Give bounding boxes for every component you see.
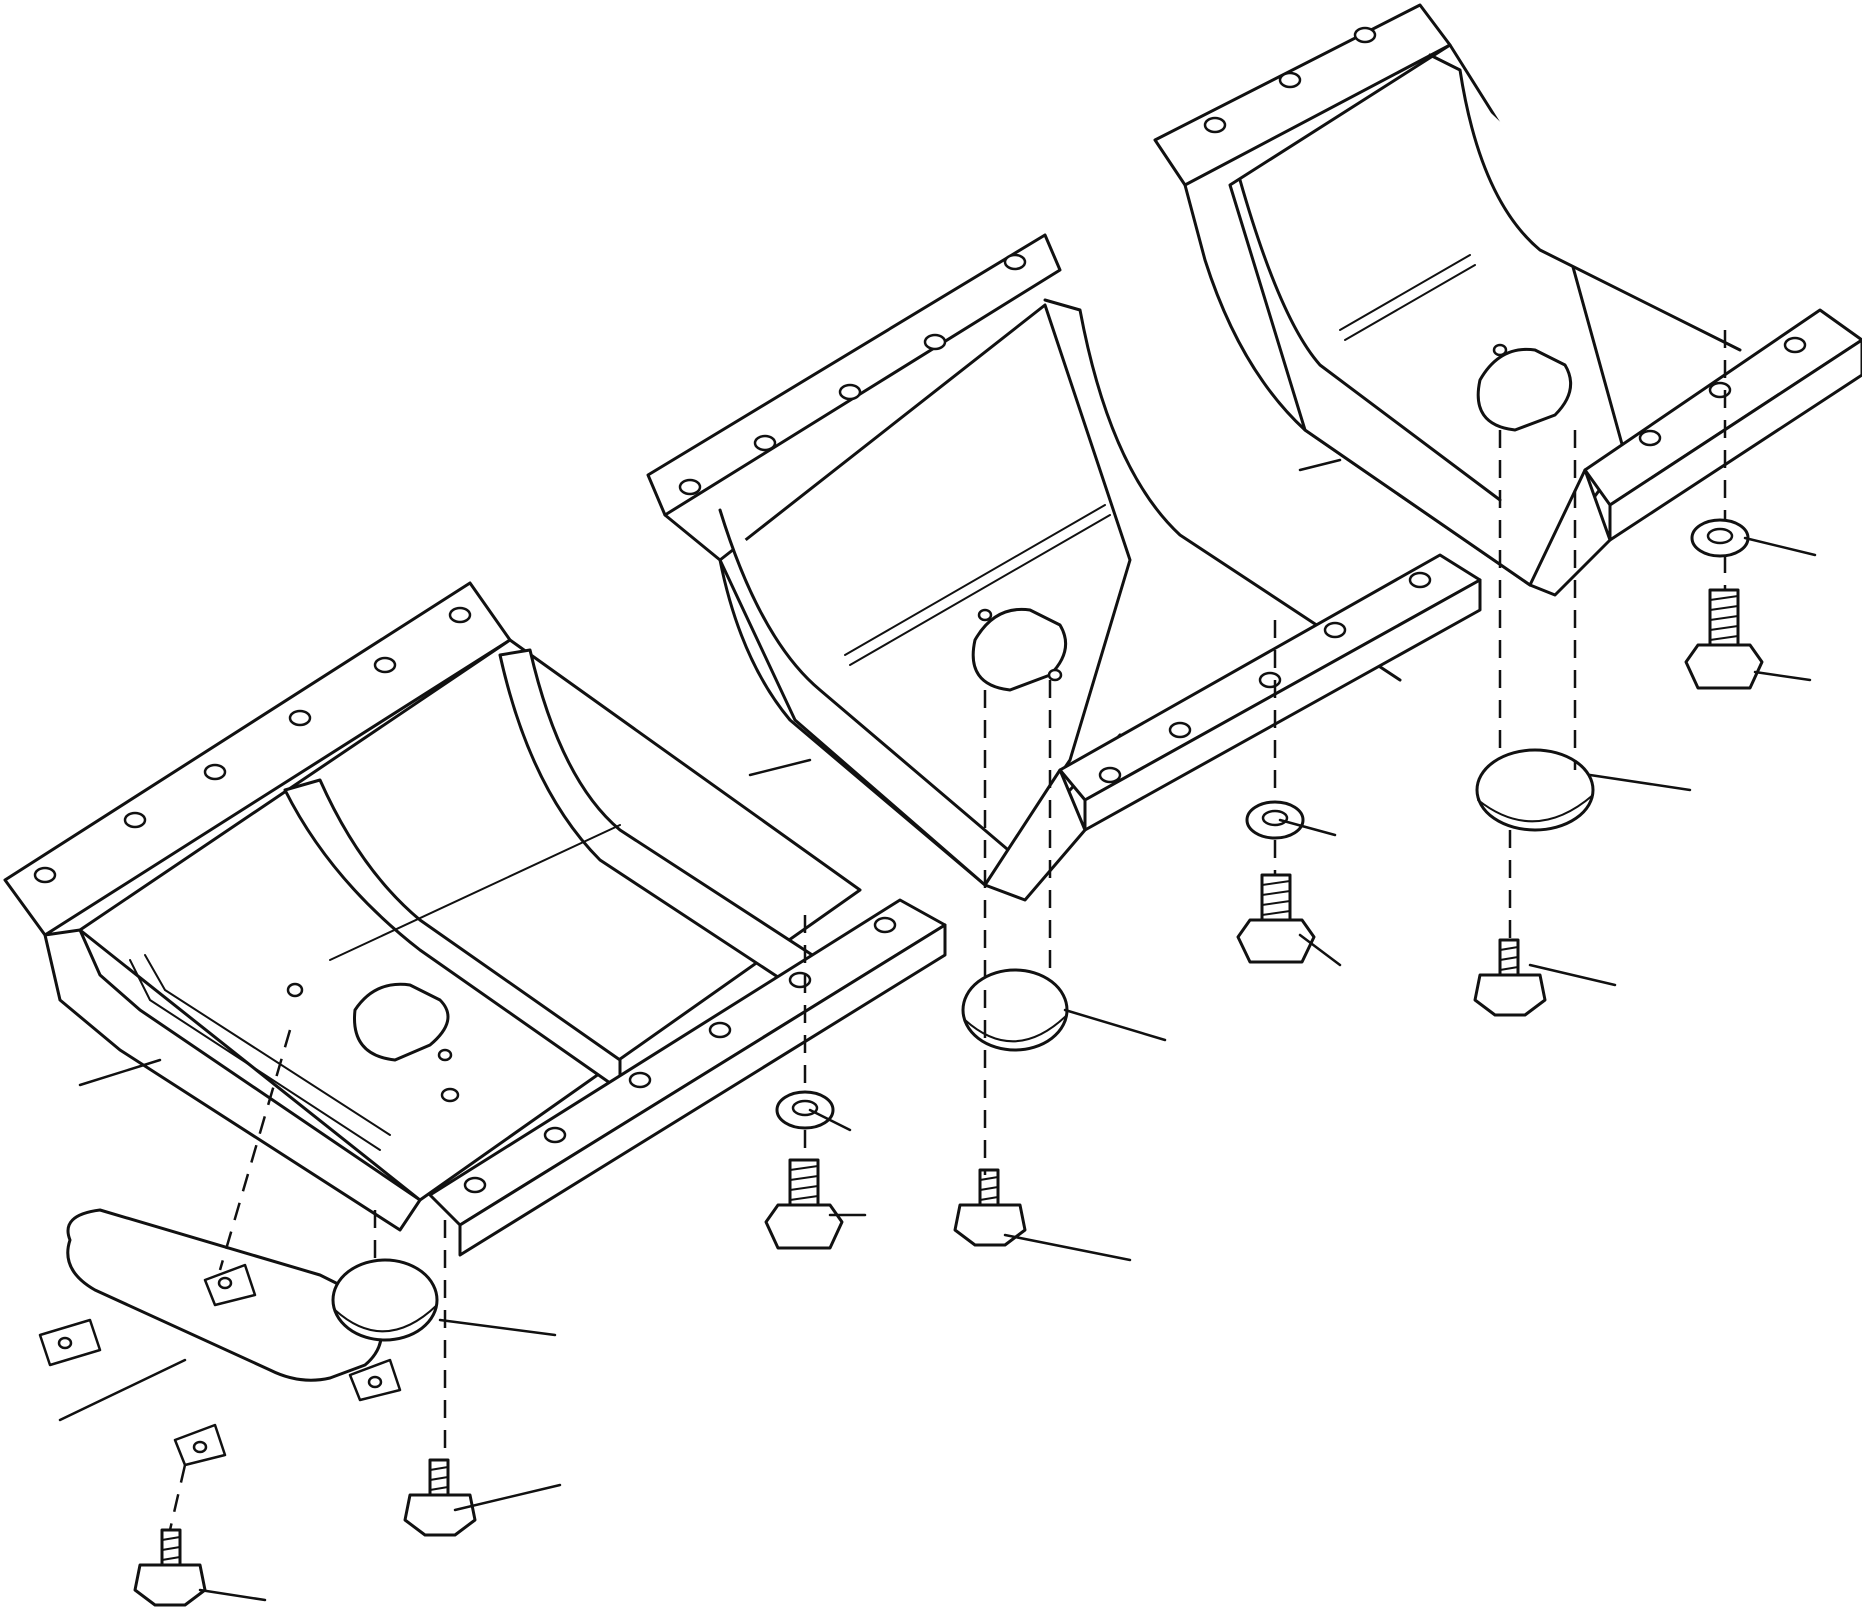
bolt-small-front <box>403 1458 477 1537</box>
round-cover-front <box>331 1258 439 1342</box>
undercover-guard-rear <box>1153 3 1862 597</box>
callout-leaders <box>58 458 1817 1602</box>
bolt-small-rear <box>1473 938 1547 1017</box>
round-cover-rear <box>1475 748 1595 832</box>
alignment-lines <box>168 330 1727 1531</box>
bolt-small-front-left <box>133 1528 207 1607</box>
bolt-small-middle <box>953 1168 1027 1247</box>
washer-middle <box>1245 800 1305 840</box>
round-cover-middle <box>961 968 1069 1052</box>
washer-rear <box>1690 518 1750 558</box>
undercover-guard-front <box>3 581 947 1257</box>
bolt-large-middle <box>1236 873 1316 964</box>
bolt-large-rear <box>1684 588 1764 690</box>
undercover-guard-middle <box>646 233 1482 902</box>
washer-front <box>775 1090 835 1130</box>
bolt-large-front <box>764 1158 844 1250</box>
cover-plate-oval <box>38 1208 402 1467</box>
